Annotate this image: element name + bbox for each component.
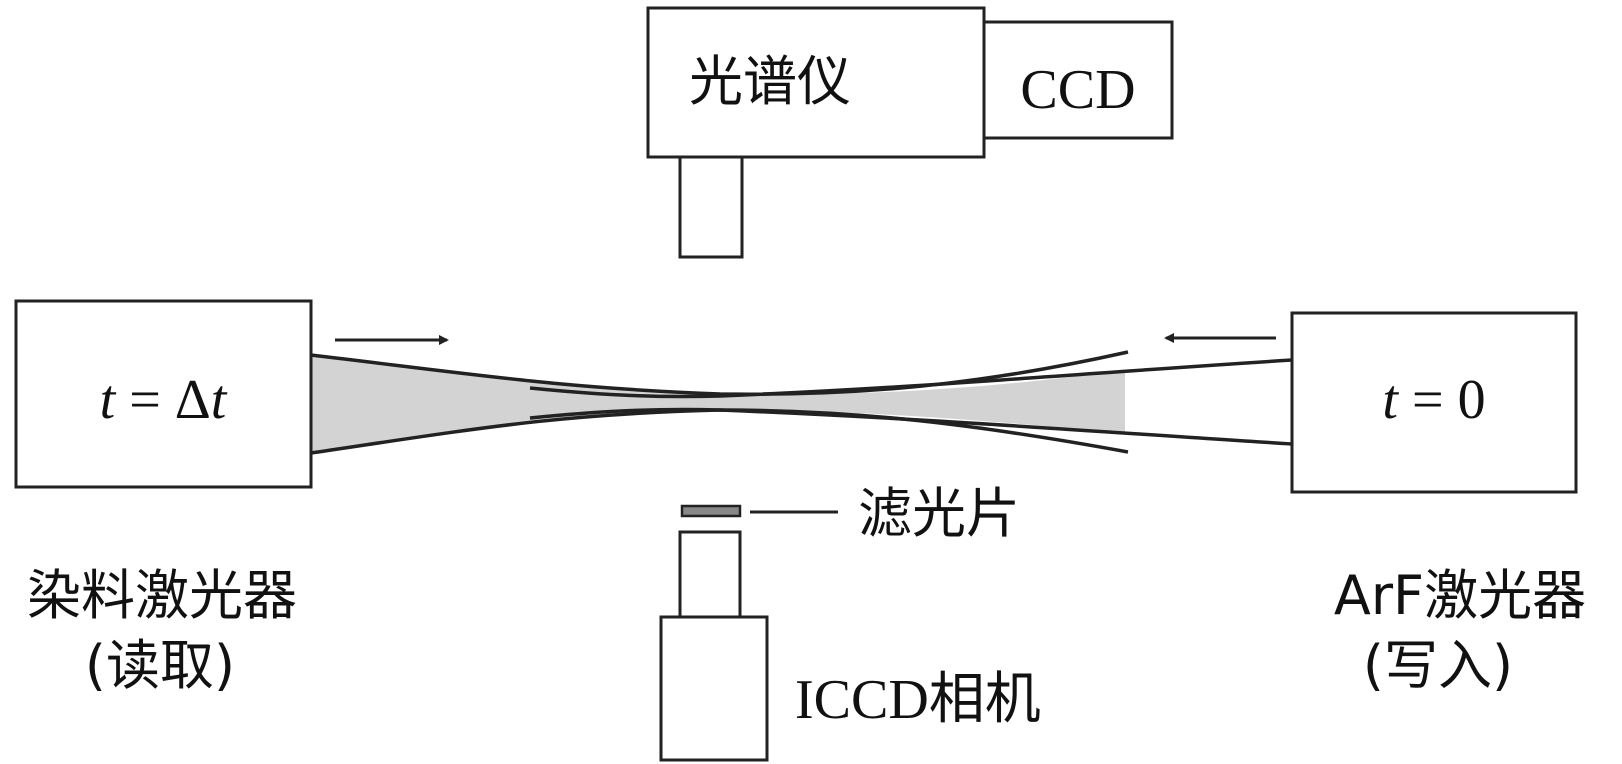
ccd-box — [982, 20, 1174, 140]
ccd-label: CCD — [1020, 59, 1135, 121]
arf-laser-time-label: t = 0 — [1382, 369, 1485, 431]
dye-laser-time-label: t = Δt — [100, 369, 228, 431]
arf-beam-lower-edge — [529, 407, 1293, 446]
dye-laser-box — [14, 299, 313, 489]
filter: 滤光片 — [680, 482, 1020, 545]
spectrometer-port — [678, 155, 744, 259]
spectrometer-box — [646, 6, 986, 159]
dye-laser-name: 染料激光器 — [27, 564, 297, 627]
arf-laser-role: (写入) — [1363, 634, 1513, 697]
arf-beam-upper-edge — [529, 358, 1293, 399]
dye-beam-upper-edge — [310, 350, 1129, 396]
filter-label: 滤光片 — [858, 482, 1020, 545]
spectrometer-label: 光谱仪 — [689, 50, 851, 113]
iccd-camera-label: ICCD相机 — [795, 669, 1041, 731]
spectrometer-assembly: 光谱仪 CCD — [646, 6, 1174, 259]
iccd-camera-body — [659, 615, 769, 762]
iccd-camera-lens — [678, 530, 742, 619]
arf-laser: t = 0 ArF激光器 (写入) — [1164, 311, 1586, 697]
arf-laser-box — [1290, 311, 1578, 494]
dye-laser: t = Δt 染料激光器 (读取) — [14, 299, 449, 697]
filter-element — [680, 504, 742, 518]
dye-laser-role: (读取) — [85, 634, 235, 697]
beam-region — [310, 350, 1293, 455]
iccd-camera: ICCD相机 — [659, 530, 1041, 762]
arf-laser-name: ArF激光器 — [1334, 564, 1586, 627]
